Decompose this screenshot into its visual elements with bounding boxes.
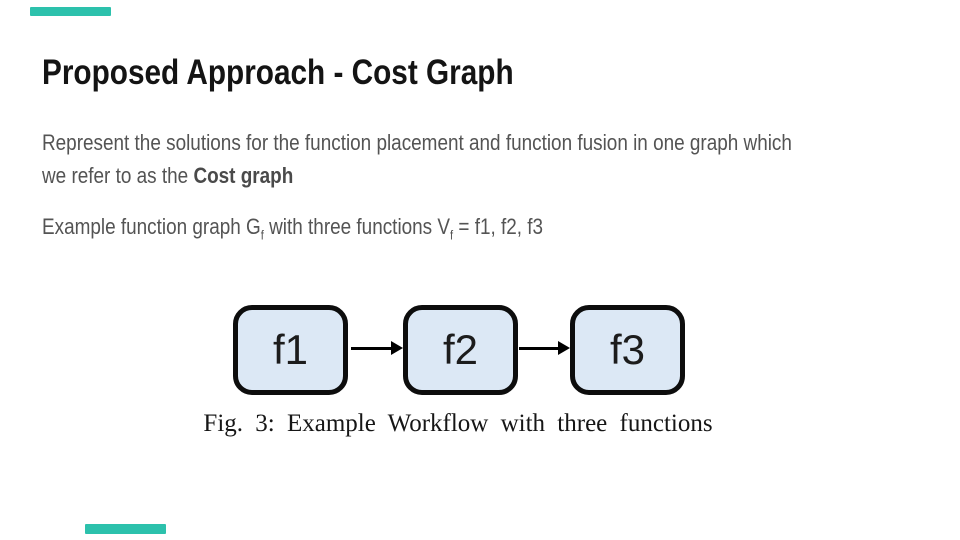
cost-graph-term: Cost graph	[193, 163, 294, 188]
example-part1: Example function graph G	[42, 214, 261, 239]
intro-line1: Represent the solutions for the function…	[42, 130, 792, 155]
slide-title: Proposed Approach - Cost Graph	[42, 53, 514, 92]
intro-line2-prefix: we refer to as the	[42, 163, 194, 188]
node-label-f2: f2	[442, 326, 479, 373]
subscript-f-1: f	[260, 227, 264, 243]
node-label-f1: f1	[272, 326, 309, 373]
accent-bar-top	[30, 7, 111, 16]
edge-f2-f3-line	[519, 347, 559, 350]
example-paragraph: Example function graph Gf with three fun…	[42, 210, 543, 243]
arrow-right-icon	[391, 341, 403, 355]
workflow-node-f1: f1	[233, 305, 348, 395]
workflow-node-f2: f2	[403, 305, 518, 395]
intro-paragraph: Represent the solutions for the function…	[42, 126, 792, 192]
node-label-f3: f3	[609, 326, 646, 373]
figure-caption: Fig. 3: Example Workflow with three func…	[203, 410, 713, 437]
arrow-right-icon	[558, 341, 570, 355]
subscript-f-2: f	[450, 227, 454, 243]
example-part3: = f1, f2, f3	[453, 214, 544, 239]
workflow-node-f3: f3	[570, 305, 685, 395]
example-part2: with three functions V	[263, 214, 451, 239]
accent-bar-bottom	[85, 524, 166, 534]
edge-f1-f2-line	[351, 347, 392, 350]
